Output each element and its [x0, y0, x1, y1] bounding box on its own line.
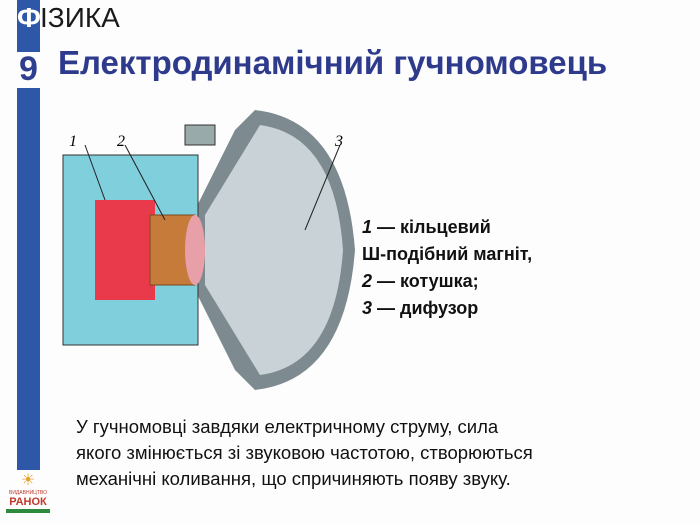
legend-item: Ш-подібний магніт,: [362, 241, 532, 268]
legend-num: 1: [362, 217, 373, 237]
publisher-logo: ☀ ВИДАВНИЦТВО РАНОК: [6, 470, 50, 513]
description: У гучномовці завдяки електричному струму…: [76, 414, 686, 492]
diffuser: [205, 125, 343, 375]
description-line: механічні коливання, що спричиняють появ…: [76, 468, 511, 489]
legend-text: — кільцевий: [372, 217, 491, 237]
sidebar-bar: [17, 88, 40, 470]
magnet-core: [95, 200, 155, 300]
coil-end: [185, 215, 205, 285]
subject-title: ФІЗИКА: [17, 0, 120, 36]
speaker-diagram: 1 2 3: [62, 110, 355, 390]
label-line-3: [304, 144, 341, 231]
legend-num: 3: [362, 298, 373, 318]
label-line-1: [84, 144, 106, 201]
label-2: 2: [117, 133, 125, 150]
sun-icon: ☀: [20, 472, 36, 489]
legend-text: — дифузор: [372, 298, 479, 318]
legend: 1 — кільцевий Ш-подібний магніт, 2 — кот…: [362, 214, 532, 322]
legend-num: 2: [362, 271, 373, 291]
logo-name: РАНОК: [9, 496, 47, 508]
page-title: Електродинамічний гучномовець: [58, 44, 608, 81]
legend-item: 1 — кільцевий: [362, 214, 532, 241]
legend-text: Ш-подібний магніт,: [362, 244, 533, 264]
subject-first-letter: Ф: [17, 2, 41, 33]
logo-small-text: ВИДАВНИЦТВО: [8, 490, 47, 496]
label-3: 3: [334, 133, 343, 150]
subject-rest: ІЗИКА: [40, 2, 120, 33]
description-line: У гучномовці завдяки електричному струму…: [76, 416, 499, 437]
legend-item: 3 — дифузор: [362, 295, 532, 322]
description-line: якого змінюється зі звуковою частотою, с…: [76, 442, 533, 463]
legend-item: 2 — котушка;: [362, 268, 532, 295]
label-line-2: [124, 144, 166, 221]
logo-strip: [6, 509, 50, 513]
sidebar-bar-top: [17, 0, 40, 52]
grade-number: 9: [19, 50, 38, 88]
legend-text: — котушка;: [372, 271, 479, 291]
terminal: [184, 124, 216, 146]
label-1: 1: [69, 133, 77, 150]
